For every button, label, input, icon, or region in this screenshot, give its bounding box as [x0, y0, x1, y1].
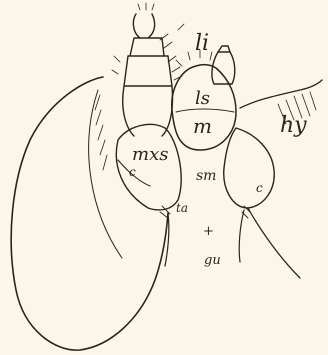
labial-palp [212, 46, 235, 84]
label-c-right: c [256, 181, 263, 195]
label-ls: ls [195, 88, 210, 109]
label-li: li [195, 31, 209, 56]
mandible-left [11, 77, 168, 350]
label-sm: sm [196, 168, 216, 184]
tentorial-ticks [160, 206, 250, 218]
hypopharynx-edge [240, 80, 322, 108]
gula-right [239, 210, 244, 262]
mandible-inner-line [89, 90, 122, 258]
label-c-left: c [129, 165, 136, 179]
mandible-shading [95, 95, 107, 170]
label-m: m [193, 114, 212, 138]
label-ta: ta [176, 201, 188, 215]
palp-bristles [112, 3, 184, 80]
maxilla [116, 124, 181, 210]
label-mx: mxs [132, 144, 168, 165]
labrum-divider [176, 109, 234, 112]
label-gu: gu [204, 253, 221, 268]
label-plus: + [203, 224, 214, 239]
right-cardo [248, 208, 300, 278]
right-stipes [224, 128, 274, 208]
label-hy: hy [280, 113, 307, 138]
maxillary-palp [123, 14, 173, 136]
